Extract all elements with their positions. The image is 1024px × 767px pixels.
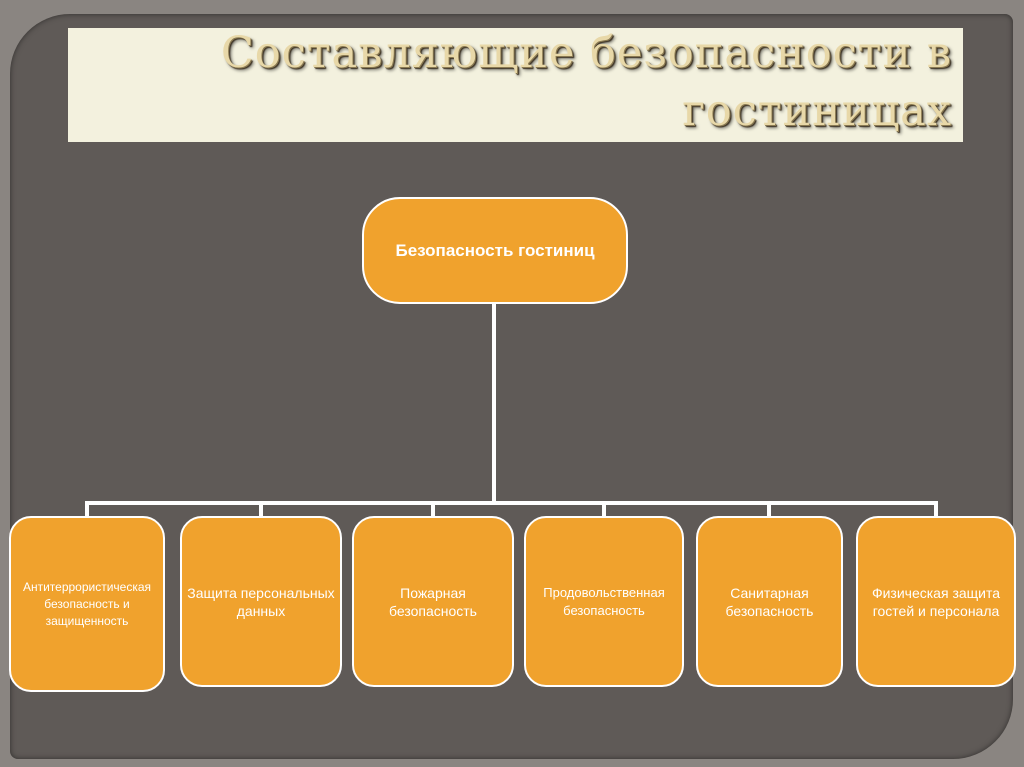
slide-title: Составляющие безопасности в гостиницах <box>68 24 952 140</box>
child-node-personal-data[interactable]: Защита персональных данных <box>180 516 342 687</box>
root-node[interactable]: Безопасность гостиниц <box>362 197 628 304</box>
child-node-antiterror[interactable]: Антитеррористическая безопасность и защи… <box>9 516 165 692</box>
child-node-food[interactable]: Продовольственная безопасность <box>524 516 684 687</box>
slide-title-line-2: гостиницах <box>682 86 952 136</box>
child-node-physical[interactable]: Физическая защита гостей и персонала <box>856 516 1016 687</box>
child-node-label: Антитеррористическая безопасность и защи… <box>22 579 152 628</box>
child-node-label: Пожарная безопасность <box>389 584 477 619</box>
title-band <box>68 28 963 142</box>
slide-title-line-1: Составляющие безопасности в <box>220 28 952 78</box>
child-node-sanitary[interactable]: Санитарная безопасность <box>696 516 843 687</box>
child-node-label: Санитарная безопасность <box>725 584 814 619</box>
child-node-label: Продовольственная безопасность <box>543 584 665 618</box>
root-node-label: Безопасность гостиниц <box>395 240 595 260</box>
child-node-label: Защита персональных данных <box>187 584 335 619</box>
child-node-fire[interactable]: Пожарная безопасность <box>352 516 514 687</box>
child-node-label: Физическая защита гостей и персонала <box>871 584 1001 619</box>
